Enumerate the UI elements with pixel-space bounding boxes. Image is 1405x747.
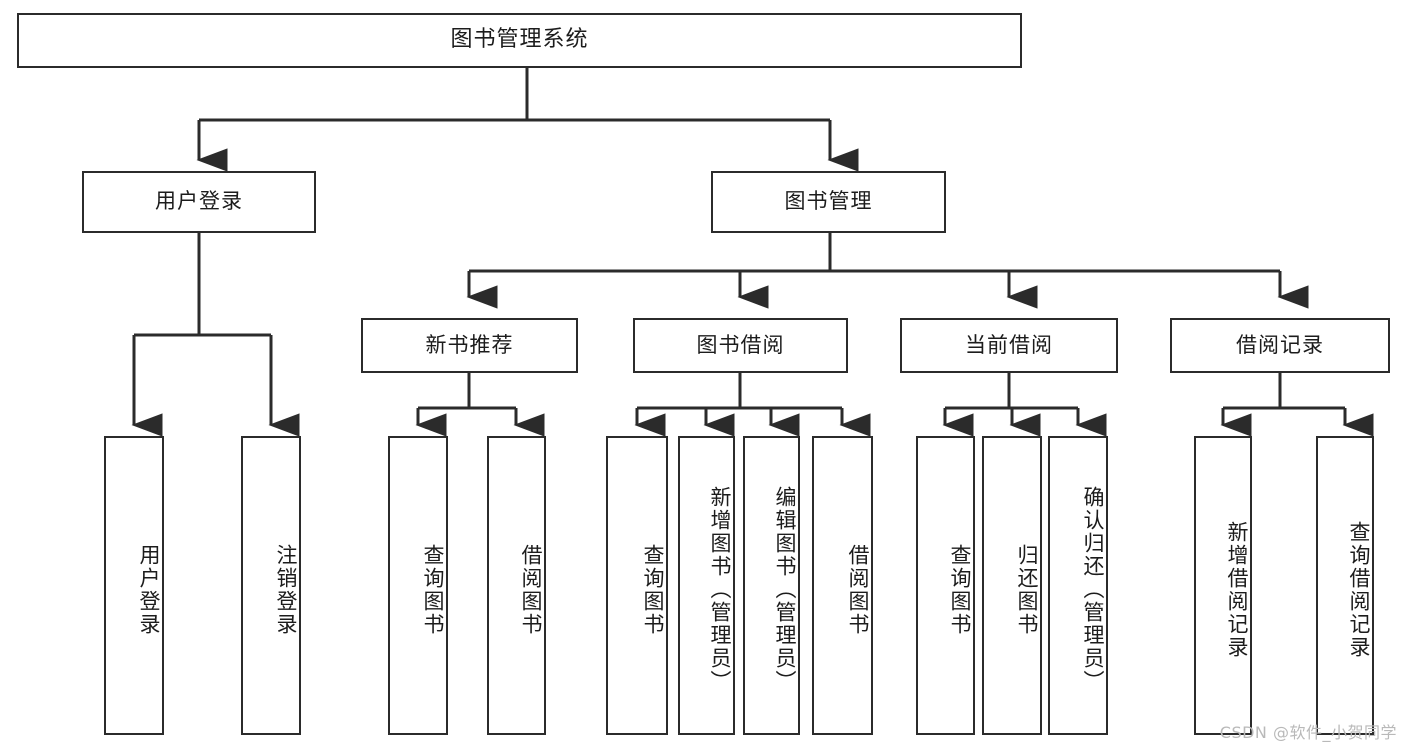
- node-leaf-label: 确认归还（管理员）: [1081, 486, 1105, 693]
- node-leaf-5[interactable]: 查询图书: [606, 436, 668, 735]
- node-level2-2[interactable]: 图书管理: [711, 171, 946, 233]
- node-leaf-label: 新增借阅记录: [1225, 520, 1249, 659]
- node-leaf-4[interactable]: 借阅图书: [487, 436, 546, 735]
- node-leaf-11[interactable]: 确认归还（管理员）: [1048, 436, 1108, 735]
- node-leaf-1[interactable]: 用户登录: [104, 436, 164, 735]
- node-leaf-label: 查询图书: [421, 543, 445, 636]
- node-root-system[interactable]: 图书管理系统: [17, 13, 1022, 68]
- node-leaf-label: 查询图书: [641, 543, 665, 636]
- node-leaf-6[interactable]: 新增图书（管理员）: [678, 436, 735, 735]
- node-leaf-label: 查询图书: [948, 543, 972, 636]
- node-level3-1[interactable]: 新书推荐: [361, 318, 578, 373]
- node-leaf-12[interactable]: 新增借阅记录: [1194, 436, 1252, 735]
- watermark: CSDN @软件_小贺同学: [1219, 723, 1397, 742]
- node-level3-3[interactable]: 当前借阅: [900, 318, 1118, 373]
- node-leaf-10[interactable]: 归还图书: [982, 436, 1042, 735]
- node-leaf-label: 借阅图书: [846, 543, 870, 636]
- node-leaf-label: 查询借阅记录: [1347, 520, 1371, 659]
- node-level3-2[interactable]: 图书借阅: [633, 318, 848, 373]
- node-level2-1[interactable]: 用户登录: [82, 171, 316, 233]
- node-leaf-label: 用户登录: [137, 543, 161, 636]
- node-leaf-label: 归还图书: [1015, 543, 1039, 636]
- node-leaf-label: 新增图书（管理员）: [708, 486, 732, 693]
- node-leaf-8[interactable]: 借阅图书: [812, 436, 873, 735]
- node-leaf-7[interactable]: 编辑图书（管理员）: [743, 436, 800, 735]
- node-leaf-13[interactable]: 查询借阅记录: [1316, 436, 1374, 735]
- node-leaf-3[interactable]: 查询图书: [388, 436, 448, 735]
- node-level3-4[interactable]: 借阅记录: [1170, 318, 1390, 373]
- node-leaf-label: 注销登录: [274, 543, 298, 636]
- node-leaf-2[interactable]: 注销登录: [241, 436, 301, 735]
- node-leaf-9[interactable]: 查询图书: [916, 436, 975, 735]
- node-leaf-label: 借阅图书: [519, 543, 543, 636]
- node-leaf-label: 编辑图书（管理员）: [773, 486, 797, 693]
